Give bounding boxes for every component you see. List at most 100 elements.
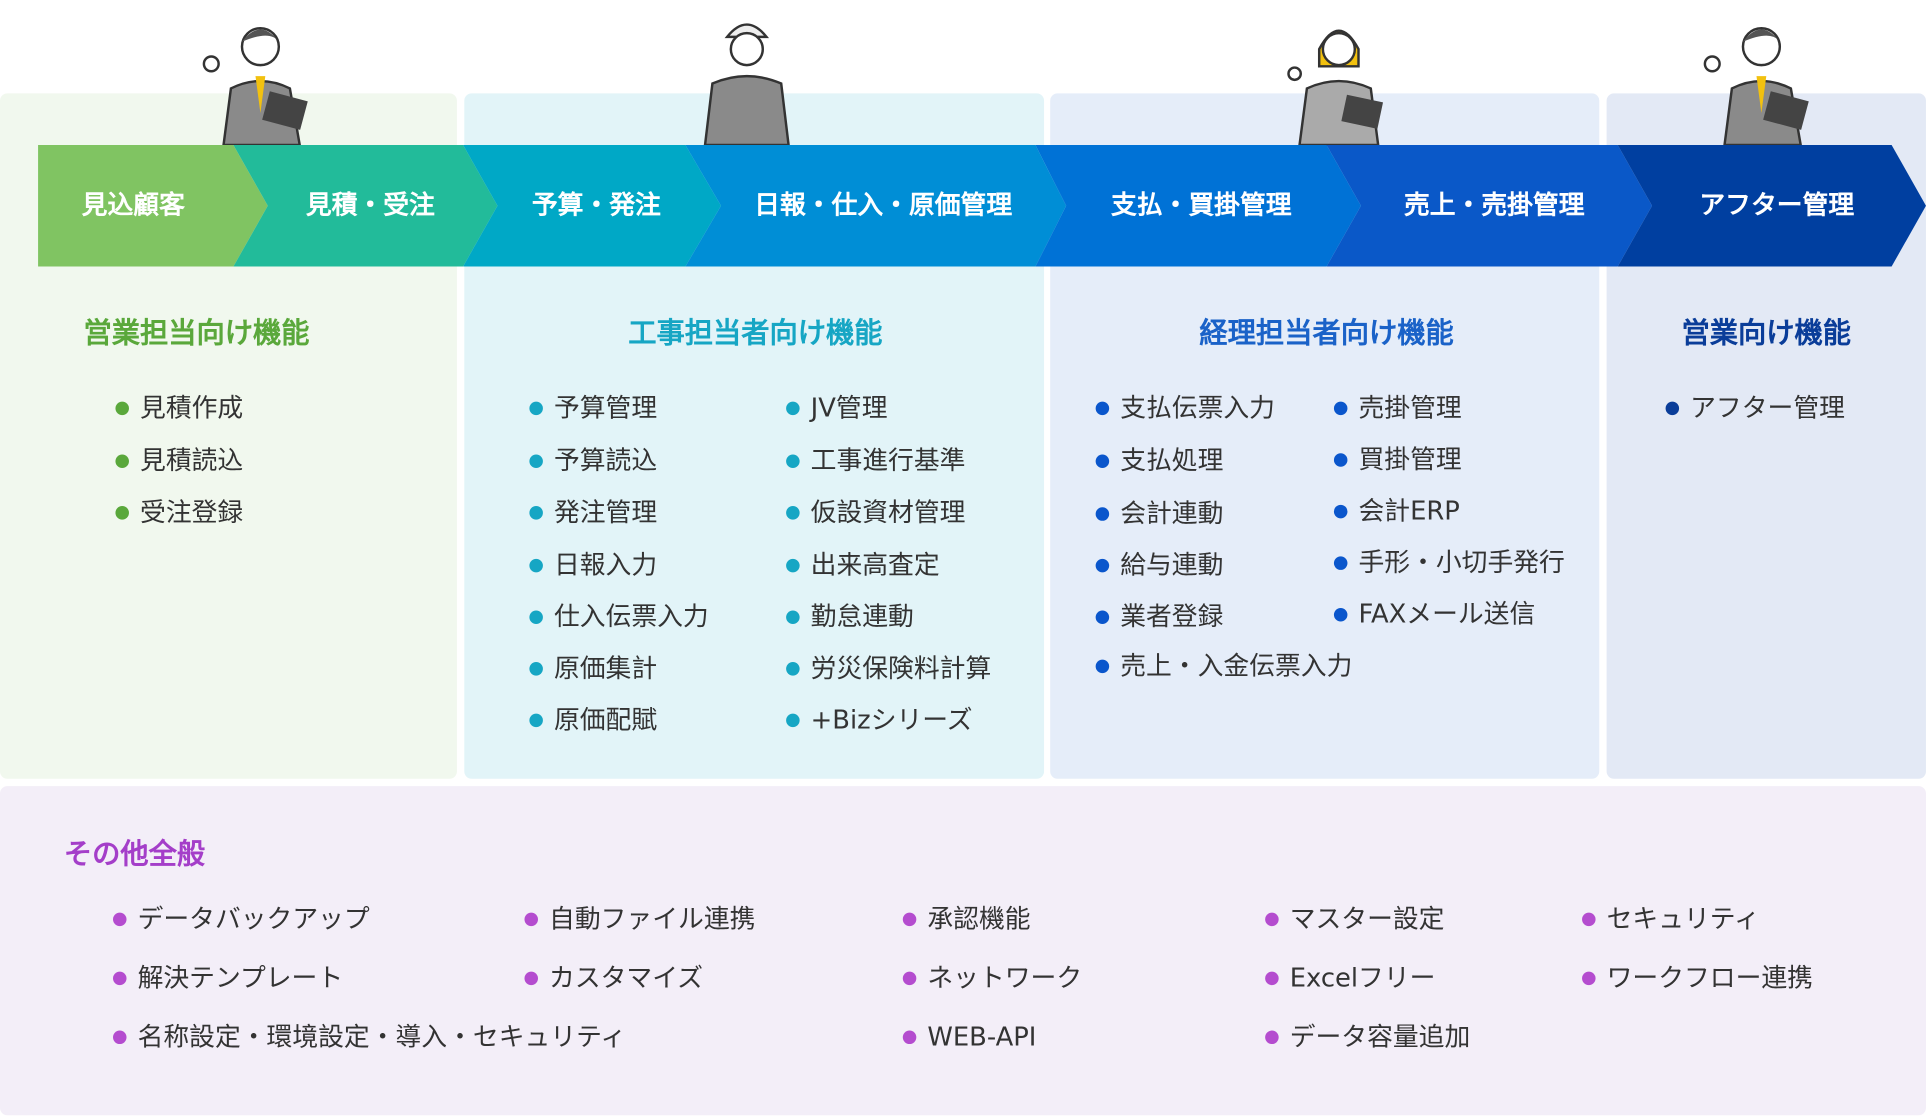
feature-item: 仮設資材管理 (786, 496, 966, 528)
feature-label: 仮設資材管理 (810, 497, 966, 527)
feature-label: 出来高査定 (810, 550, 940, 580)
feature-label: JV管理 (810, 393, 888, 423)
bullet-icon (1333, 453, 1348, 467)
bullet-icon (524, 971, 538, 986)
bullet-icon (113, 971, 127, 986)
feature-item: 会計ERP (1333, 495, 1460, 527)
feature-label: WEB-API (927, 1021, 1037, 1052)
feature-item: +Bizシリーズ (786, 704, 973, 736)
bullet-icon (786, 454, 800, 468)
salesperson-illustration (202, 27, 308, 145)
feature-label: マスター設定 (1289, 904, 1445, 934)
section-title-after: 営業向け機能 (1681, 318, 1852, 351)
bullet-icon (1265, 1030, 1279, 1045)
feature-label: 承認機能 (927, 904, 1031, 934)
bullet-icon (529, 610, 543, 624)
flow-step-label: 日報・仕入・原価管理 (754, 190, 1013, 220)
feature-label: FAXメール送信 (1358, 599, 1536, 629)
feature-item: 原価集計 (529, 652, 658, 684)
flow-step-3 (463, 144, 722, 267)
feature-item: 発注管理 (529, 496, 658, 528)
feature-item: 会計連動 (1095, 497, 1224, 529)
feature-item: アフター管理 (1665, 392, 1845, 424)
feature-item: カスタマイズ (524, 962, 703, 994)
feature-label: 買掛管理 (1358, 444, 1462, 475)
bullet-icon (1265, 971, 1279, 986)
bullet-icon (786, 610, 800, 624)
feature-label: 会計ERP (1358, 496, 1460, 526)
bullet-icon (115, 454, 129, 468)
flow-step-label: 売上・売掛管理 (1403, 190, 1585, 220)
bullet-icon (1095, 610, 1110, 624)
feature-item: 売上・入金伝票入力 (1095, 650, 1352, 682)
feature-item: 業者登録 (1095, 601, 1223, 633)
bullet-icon (1582, 912, 1596, 927)
construction-worker-illustration (703, 23, 790, 147)
feature-label: アフター管理 (1690, 393, 1845, 423)
bullet-icon (1333, 556, 1348, 570)
feature-item: 勤怠連動 (786, 601, 914, 633)
section-title-accounting: 経理担当者向け機能 (1199, 318, 1454, 351)
bullet-icon (786, 558, 800, 573)
bullet-icon (1095, 558, 1110, 573)
feature-item: 日報入力 (529, 549, 657, 581)
bullet-icon (786, 713, 800, 728)
feature-item: 支払処理 (1095, 445, 1223, 477)
feature-label: 勤怠連動 (810, 601, 914, 632)
flow-step-label: 見込顧客 (81, 190, 185, 220)
bullet-icon (113, 912, 127, 927)
feature-label: 予算読込 (553, 445, 658, 476)
bullet-icon (524, 912, 538, 927)
feature-label: 自動ファイル連携 (549, 904, 756, 934)
feature-item: 給与連動 (1095, 549, 1223, 581)
feature-label: 原価配賦 (553, 705, 658, 735)
bullet-icon (113, 1030, 127, 1045)
flow-step-6 (1326, 144, 1653, 267)
feature-item: 原価配賦 (529, 704, 658, 736)
feature-label: 労災保険料計算 (810, 653, 992, 683)
feature-label: +Bizシリーズ (810, 705, 973, 735)
feature-item: 買掛管理 (1333, 443, 1462, 475)
accountant-illustration (1287, 29, 1384, 147)
section-title-sales: 営業担当向け機能 (83, 318, 310, 351)
feature-label: 原価集計 (553, 653, 658, 683)
bullet-icon (1582, 971, 1596, 986)
feature-label: ワークフロー連携 (1606, 962, 1813, 993)
feature-label: 名称設定・環境設定・導入・セキュリティ (137, 1021, 627, 1052)
feature-item: データ容量追加 (1265, 1021, 1471, 1053)
feature-label: 仕入伝票入力 (553, 601, 709, 632)
feature-label: 支払伝票入力 (1120, 393, 1275, 423)
bullet-icon (529, 662, 543, 676)
feature-item: JV管理 (786, 392, 888, 424)
section-title-construction: 工事担当者向け機能 (628, 318, 883, 351)
flow-step-label: 支払・買掛管理 (1110, 190, 1292, 220)
flow-step-5 (1035, 144, 1361, 267)
feature-item: 仕入伝票入力 (529, 601, 709, 633)
bullet-icon (902, 1030, 917, 1045)
feature-item: 労災保険料計算 (786, 652, 992, 684)
bullet-icon (1333, 608, 1348, 622)
flow-step-1 (38, 144, 268, 267)
feature-item: ワークフロー連携 (1582, 962, 1813, 994)
bullet-icon (529, 713, 543, 728)
bullet-icon (786, 662, 800, 676)
bullet-icon (115, 401, 129, 416)
bullet-icon (115, 506, 129, 520)
feature-label: 予算管理 (553, 393, 658, 423)
feature-item: 自動ファイル連携 (524, 903, 756, 935)
bullet-icon (529, 506, 543, 520)
feature-label: 会計連動 (1120, 498, 1224, 529)
feature-label: 受注登録 (140, 497, 244, 527)
feature-label: セキュリティ (1606, 904, 1760, 934)
flow-step-7 (1617, 144, 1926, 267)
bullet-icon (1665, 401, 1680, 416)
feature-label: 発注管理 (553, 497, 658, 527)
bullet-icon (786, 506, 800, 520)
feature-item: 出来高査定 (786, 549, 940, 581)
feature-label: データ容量追加 (1289, 1021, 1471, 1052)
feature-label: ネットワーク (927, 962, 1083, 993)
feature-label: データバックアップ (137, 904, 370, 934)
flow-step-label: 見積・受注 (305, 190, 435, 220)
section-title-other: その他全般 (63, 838, 206, 871)
